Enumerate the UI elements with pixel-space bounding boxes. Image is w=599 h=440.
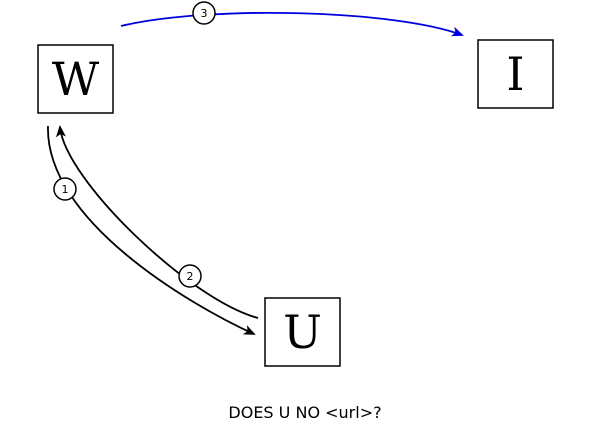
edge-u-to-w-badge	[178, 264, 202, 288]
edge-w-to-i-badge	[192, 1, 216, 25]
node-i: I	[477, 39, 554, 109]
node-u-box	[264, 297, 341, 367]
edge-w-to-i-label: 3	[201, 7, 208, 20]
edge-w-to-i-line	[120, 11, 464, 37]
edge-u-to-w: 2	[55, 125, 259, 319]
node-u: U	[264, 297, 341, 367]
edge-u-to-w-line	[55, 125, 259, 319]
node-i-label: I	[506, 47, 524, 101]
edge-w-to-u-label: 1	[62, 183, 69, 196]
node-u-label: U	[283, 305, 322, 359]
edge-w-to-i: 3	[120, 1, 464, 37]
edge-u-to-w-label: 2	[187, 270, 194, 283]
node-w: W	[37, 44, 114, 114]
edge-w-to-u: 1	[47, 125, 256, 335]
diagram-caption: DOES U NO <url>?	[228, 403, 381, 422]
node-w-box	[37, 44, 114, 114]
edge-w-to-u-badge	[53, 177, 77, 201]
node-w-label: W	[52, 52, 100, 106]
node-i-box	[477, 39, 554, 109]
edge-w-to-u-line	[47, 125, 256, 335]
